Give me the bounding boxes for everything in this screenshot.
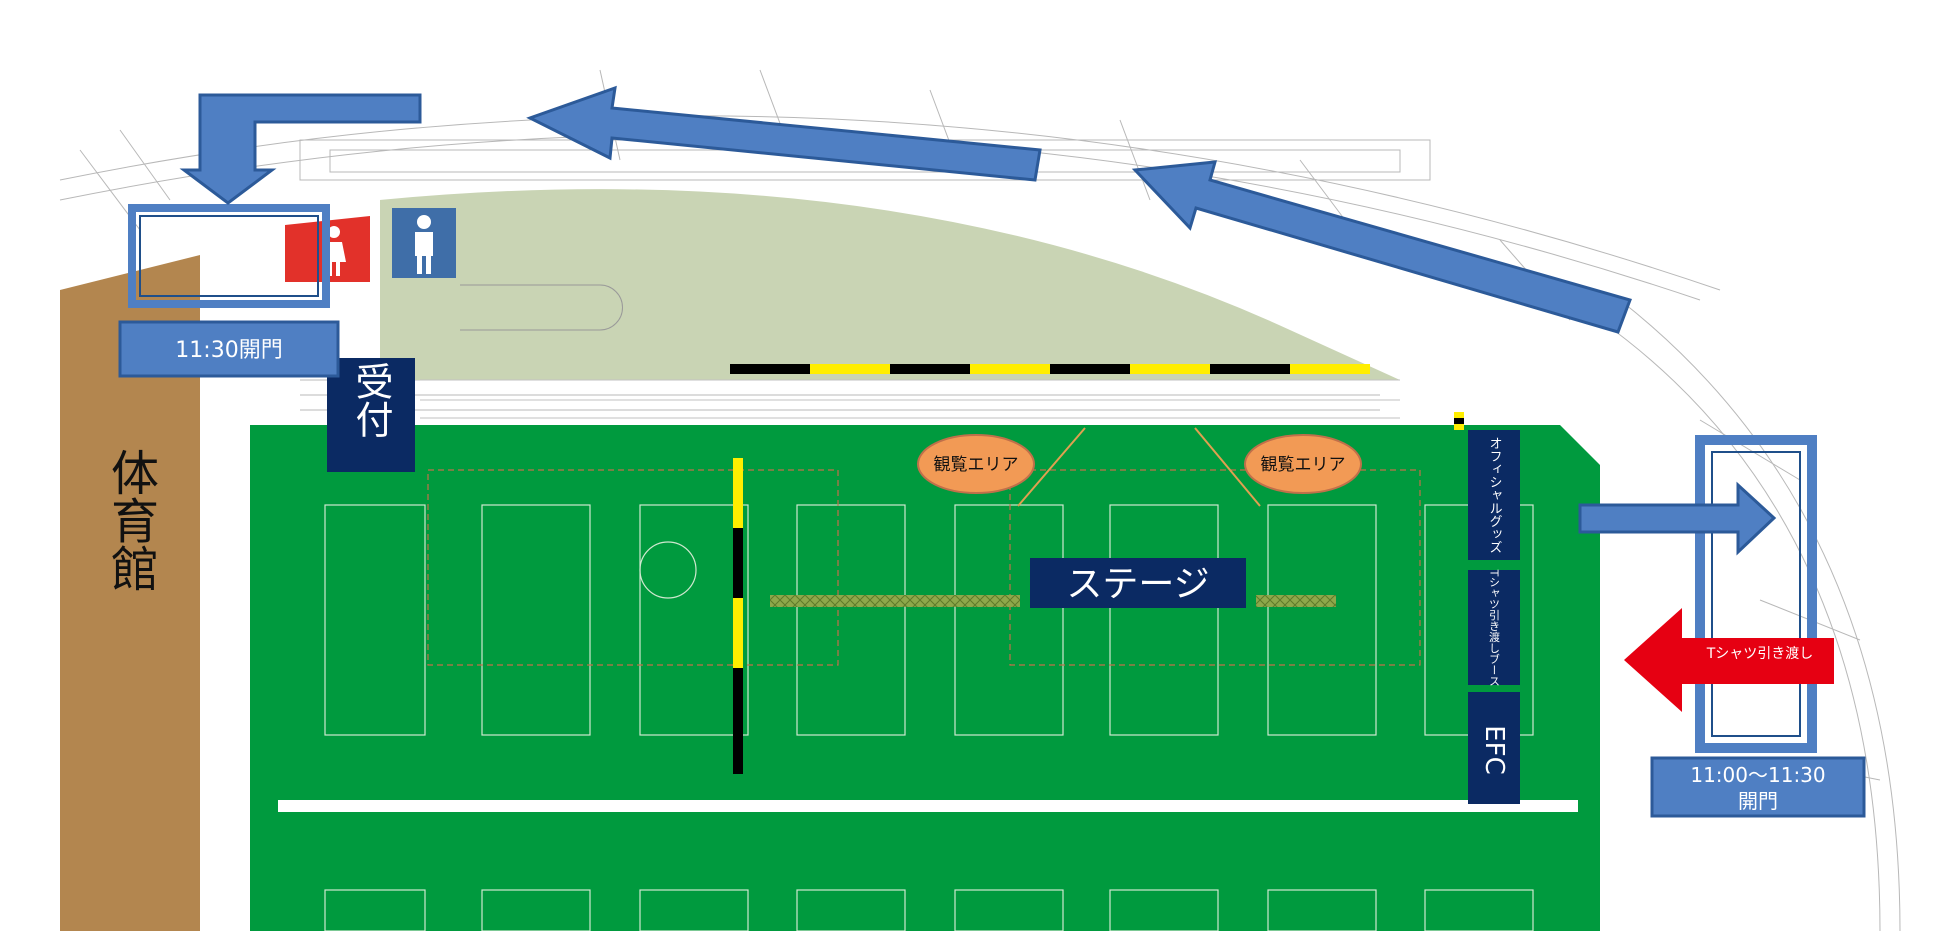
plaza [380,189,1400,380]
reception [327,358,415,472]
west-gate [128,204,330,308]
tshirt-booth-label: Tシャツ引き渡しブース [1488,569,1501,687]
svg-text:11:30開門: 11:30開門 [175,338,282,363]
gym-label: 体育館 [102,448,158,592]
barrier-vertical [733,458,743,774]
tshirt-handover-arrow-icon: Tシャツ引き渡し [1624,608,1834,712]
barrier-small [1454,412,1464,430]
arrow-east-entry-icon [1578,481,1777,556]
svg-text:開門: 開門 [1738,789,1778,813]
arrow-upper-icon [526,85,1042,182]
fence-right [1256,595,1336,607]
reception-label: 受付 [349,362,393,438]
west-gate-time-box: 11:30開門 [118,320,340,378]
svg-text:観覧エリア: 観覧エリア [1261,455,1346,475]
gym-building [60,255,200,931]
barrier-top [730,364,1370,374]
east-gate [1695,435,1817,753]
efc-label: EFC [1479,725,1509,775]
field [250,425,1600,932]
arrow-diagonal-icon [1131,160,1632,334]
svg-text:観覧エリア: 観覧エリア [934,455,1019,475]
svg-text:11:00〜11:30: 11:00〜11:30 [1690,763,1825,787]
plaza-ramp [460,284,623,331]
viewing-area-left: 観覧エリア [917,427,1086,507]
arrow-west-entry-icon [179,93,422,205]
stage [1030,558,1246,608]
viewing-area-right: 観覧エリア [1194,427,1362,507]
stage-label: ステージ [1066,564,1209,605]
efc-booth [1468,692,1520,804]
official-goods-booth [1468,430,1520,560]
east-gate-time-box: 11:00〜11:30 開門 [1650,756,1866,818]
male-restroom-icon [392,208,456,278]
official-goods-label: オフィシャルグッズ [1487,437,1503,554]
svg-text:Tシャツ引き渡し: Tシャツ引き渡し [1706,646,1814,662]
fence-left [770,595,1020,607]
tshirt-booth [1468,570,1520,685]
stands-lines [420,379,1400,419]
